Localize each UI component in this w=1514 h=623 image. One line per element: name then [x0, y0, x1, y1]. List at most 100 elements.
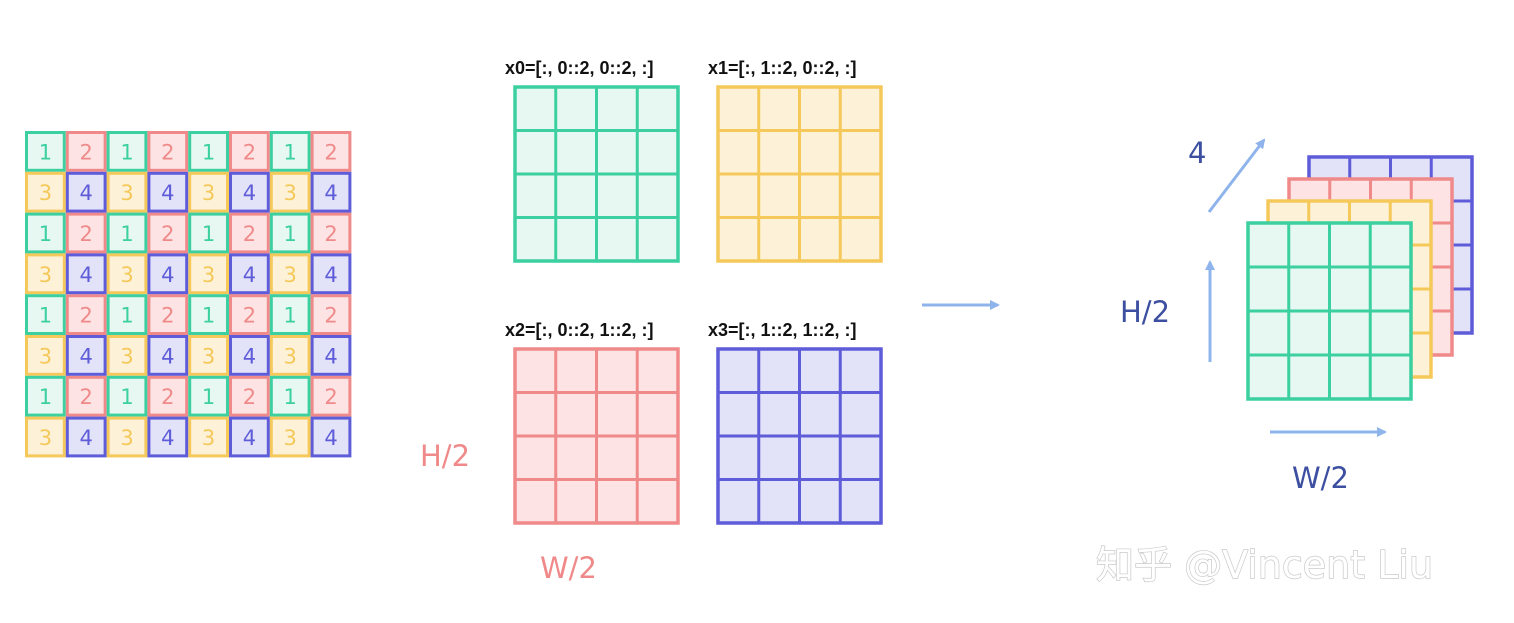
subgrid-x2 — [513, 347, 680, 525]
source-cell — [147, 171, 189, 213]
source-cell — [65, 212, 107, 254]
source-cell — [229, 171, 270, 213]
source-cell — [147, 253, 189, 295]
source-cell-label: 3 — [39, 263, 52, 287]
source-cell — [269, 294, 311, 336]
source-cell-label: 1 — [202, 222, 215, 246]
source-cell — [65, 131, 107, 172]
source-cell-label: 4 — [161, 344, 174, 368]
source-cell-label: 3 — [120, 181, 133, 205]
source-cell — [106, 335, 148, 376]
source-cell — [147, 131, 189, 172]
subgrid-x0 — [513, 85, 680, 263]
source-cell — [310, 212, 352, 254]
subgrid-x3 — [716, 347, 883, 525]
source-cell — [310, 335, 352, 376]
source-cell — [188, 131, 229, 172]
source-cell-label: 3 — [202, 344, 215, 368]
stacked-output — [1246, 155, 1474, 401]
source-cell — [269, 253, 311, 295]
source-cell-label: 3 — [202, 263, 215, 287]
source-cell — [65, 335, 107, 376]
source-cell — [188, 335, 229, 376]
source-cell-label: 4 — [243, 181, 256, 205]
source-cell — [269, 131, 311, 172]
source-cell-label: 2 — [161, 222, 174, 246]
source-cell — [25, 294, 66, 336]
source-cell-label: 2 — [324, 140, 337, 164]
source-cell-label: 4 — [324, 426, 337, 450]
source-cell-label: 3 — [39, 344, 52, 368]
source-cell-label: 2 — [243, 304, 256, 328]
source-cell — [65, 416, 107, 458]
source-cell-label: 3 — [284, 426, 297, 450]
source-cell-label: 2 — [243, 140, 256, 164]
subgrid-x1 — [716, 85, 883, 263]
source-cell-label: 4 — [80, 181, 93, 205]
source-cell — [188, 171, 229, 213]
source-cell-label: 1 — [39, 385, 52, 409]
source-cell — [147, 294, 189, 336]
source-cell-label: 4 — [80, 426, 93, 450]
watermark: 知乎 @Vincent Liu — [1096, 543, 1433, 587]
stack-width-label: W/2 — [1292, 461, 1349, 495]
source-cell-label: 1 — [284, 140, 297, 164]
source-cell-label: 2 — [80, 304, 93, 328]
source-cell — [25, 212, 66, 254]
source-cell — [147, 335, 189, 376]
source-cell-label: 2 — [80, 385, 93, 409]
source-cell-label: 2 — [161, 385, 174, 409]
source-cell-label: 2 — [243, 222, 256, 246]
source-cell-label: 1 — [202, 385, 215, 409]
source-cell — [269, 171, 311, 213]
source-cell-label: 2 — [243, 385, 256, 409]
source-cell — [229, 212, 270, 254]
subgrid-x1-border — [716, 85, 883, 263]
source-cell — [106, 171, 148, 213]
source-cell — [106, 253, 148, 295]
stack-layer-green — [1246, 221, 1413, 401]
source-cell-label: 4 — [243, 263, 256, 287]
source-cell-label: 1 — [39, 222, 52, 246]
source-cell — [147, 212, 189, 254]
source-cell-label: 1 — [202, 304, 215, 328]
source-cell — [229, 131, 270, 172]
source-cell-label: 2 — [80, 140, 93, 164]
source-cell — [269, 335, 311, 376]
source-cell-label: 1 — [284, 385, 297, 409]
source-cell-label: 3 — [284, 181, 297, 205]
source-cell — [188, 375, 229, 417]
source-cell-label: 1 — [120, 385, 133, 409]
source-cell-label: 4 — [80, 344, 93, 368]
source-cell — [106, 212, 148, 254]
subgrid-x2-border — [513, 347, 680, 525]
source-cell-label: 4 — [161, 181, 174, 205]
source-cell — [147, 375, 189, 417]
source-cell — [229, 294, 270, 336]
source-cell-label: 2 — [324, 222, 337, 246]
source-cell-label: 1 — [120, 222, 133, 246]
source-cell — [269, 416, 311, 458]
source-cell-label: 4 — [324, 344, 337, 368]
source-cell — [310, 131, 352, 172]
source-cell-label: 3 — [39, 426, 52, 450]
source-cell — [188, 294, 229, 336]
source-cell — [106, 131, 148, 172]
source-cell — [188, 416, 229, 458]
source-cell — [65, 253, 107, 295]
source-cell-label: 1 — [120, 140, 133, 164]
source-cell-label: 3 — [120, 344, 133, 368]
source-cell — [310, 294, 352, 336]
source-cell — [229, 375, 270, 417]
source-cell — [229, 253, 270, 295]
stack-layer-green-border — [1246, 221, 1413, 401]
source-cell — [229, 416, 270, 458]
source-cell — [106, 375, 148, 417]
caption-x1: x1=[:, 1::2, 0::2, :] — [708, 58, 857, 78]
source-cell-label: 2 — [324, 304, 337, 328]
source-cell-label: 2 — [80, 222, 93, 246]
subgrid-width-label: W/2 — [540, 551, 597, 585]
source-cell — [65, 171, 107, 213]
